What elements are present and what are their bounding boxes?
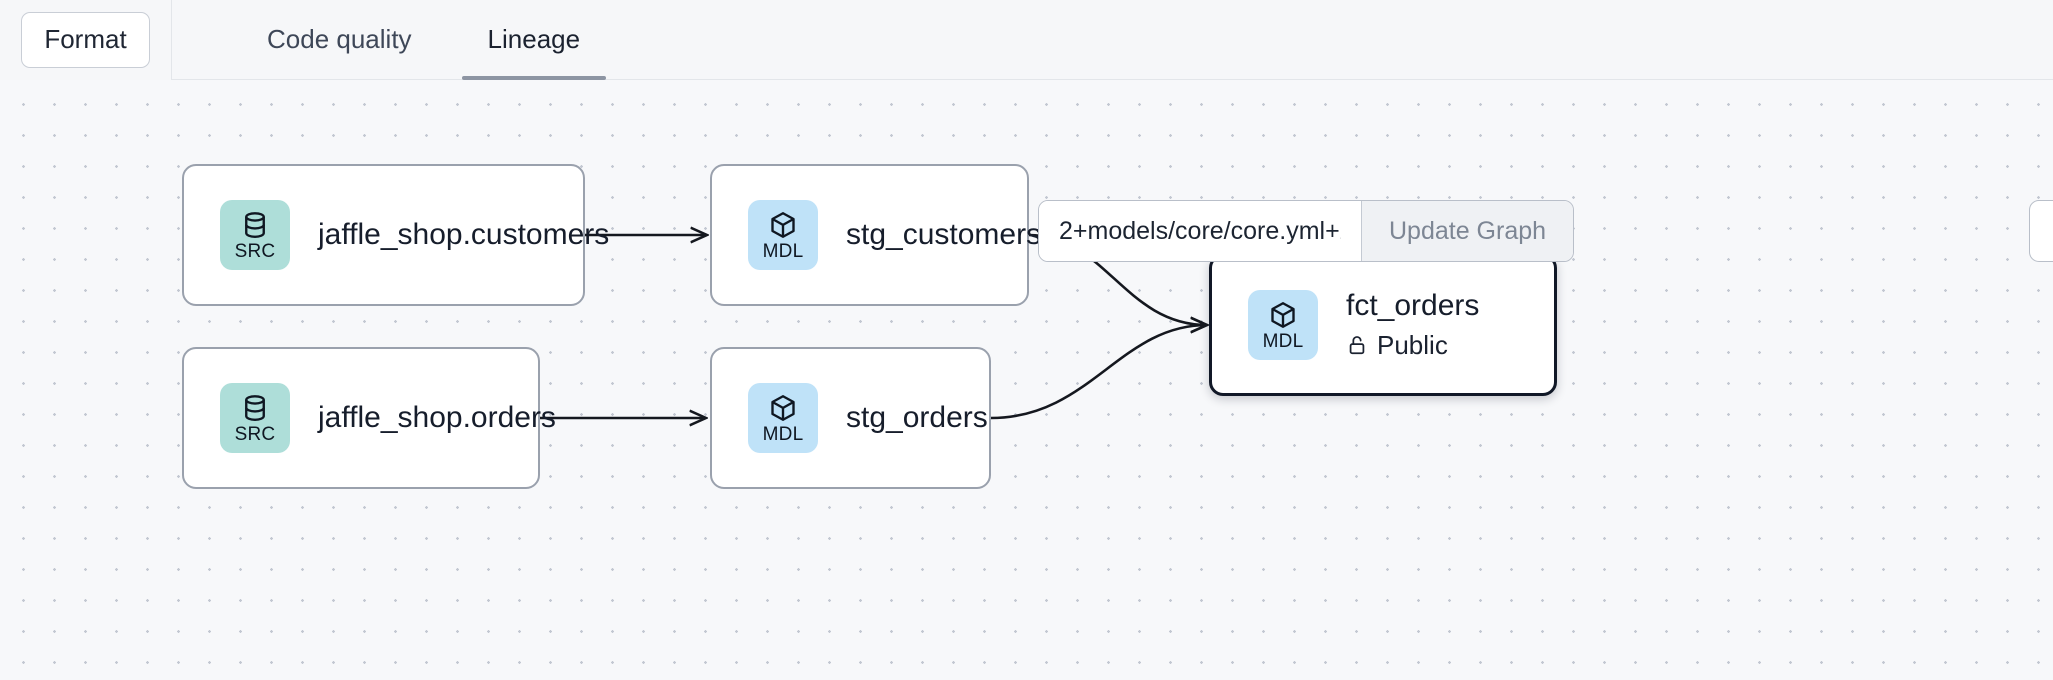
tab-lineage[interactable]: Lineage xyxy=(450,0,619,80)
lineage-node-jaffle-shop-customers[interactable]: SRC jaffle_shop.customers xyxy=(182,164,609,306)
top-toolbar: Format Code quality Lineage xyxy=(0,0,2053,80)
graph-selector-control: Update Graph xyxy=(1038,200,1575,262)
node-title: jaffle_shop.orders xyxy=(318,400,556,434)
cube-icon xyxy=(771,211,795,238)
node-body: stg_orders xyxy=(846,401,988,436)
tab-bar: Code quality Lineage xyxy=(172,0,618,80)
node-title: jaffle_shop.customers xyxy=(318,217,610,251)
database-icon xyxy=(245,211,265,238)
node-title: fct_orders xyxy=(1346,289,1480,323)
graph-selector-input[interactable] xyxy=(1039,201,1361,261)
node-body: jaffle_shop.customers xyxy=(318,218,609,253)
lineage-node-jaffle-shop-orders[interactable]: SRC jaffle_shop.orders xyxy=(182,347,556,489)
mdl-badge: MDL xyxy=(1248,290,1318,360)
cube-icon xyxy=(1271,301,1295,328)
cube-icon xyxy=(771,394,795,421)
edge-stg-orders-to-fct-orders xyxy=(990,325,1207,420)
mdl-badge-label: MDL xyxy=(762,240,804,262)
node-visibility: Public xyxy=(1346,330,1479,361)
database-icon xyxy=(245,394,265,421)
unlock-icon xyxy=(1349,336,1365,355)
canvas-side-control[interactable] xyxy=(2029,200,2053,262)
lineage-node-fct-orders[interactable]: MDL fct_orders Public xyxy=(1209,254,1557,396)
node-body: jaffle_shop.orders xyxy=(318,401,556,436)
node-visibility-label: Public xyxy=(1377,329,1448,360)
lineage-node-stg-orders[interactable]: MDL stg_orders xyxy=(710,347,991,489)
format-button[interactable]: Format xyxy=(21,11,150,68)
mdl-badge: MDL xyxy=(748,200,818,270)
update-graph-button[interactable]: Update Graph xyxy=(1361,201,1574,261)
lineage-node-stg-customers[interactable]: MDL stg_customers xyxy=(710,164,1041,306)
src-badge: SRC xyxy=(220,200,290,270)
node-body: fct_orders Public xyxy=(1346,289,1479,361)
node-title: stg_customers xyxy=(846,217,1042,251)
format-button-zone: Format xyxy=(0,0,172,80)
lineage-canvas[interactable]: SRC jaffle_shop.customers SRC jaffle_sho… xyxy=(0,80,2053,680)
src-badge: SRC xyxy=(220,383,290,453)
src-badge-label: SRC xyxy=(234,423,276,445)
node-body: stg_customers xyxy=(846,218,1041,253)
node-title: stg_orders xyxy=(846,400,988,434)
mdl-badge-label: MDL xyxy=(1262,330,1304,352)
src-badge-label: SRC xyxy=(234,240,276,262)
mdl-badge-label: MDL xyxy=(762,423,804,445)
mdl-badge: MDL xyxy=(748,383,818,453)
tab-code-quality[interactable]: Code quality xyxy=(267,24,412,54)
